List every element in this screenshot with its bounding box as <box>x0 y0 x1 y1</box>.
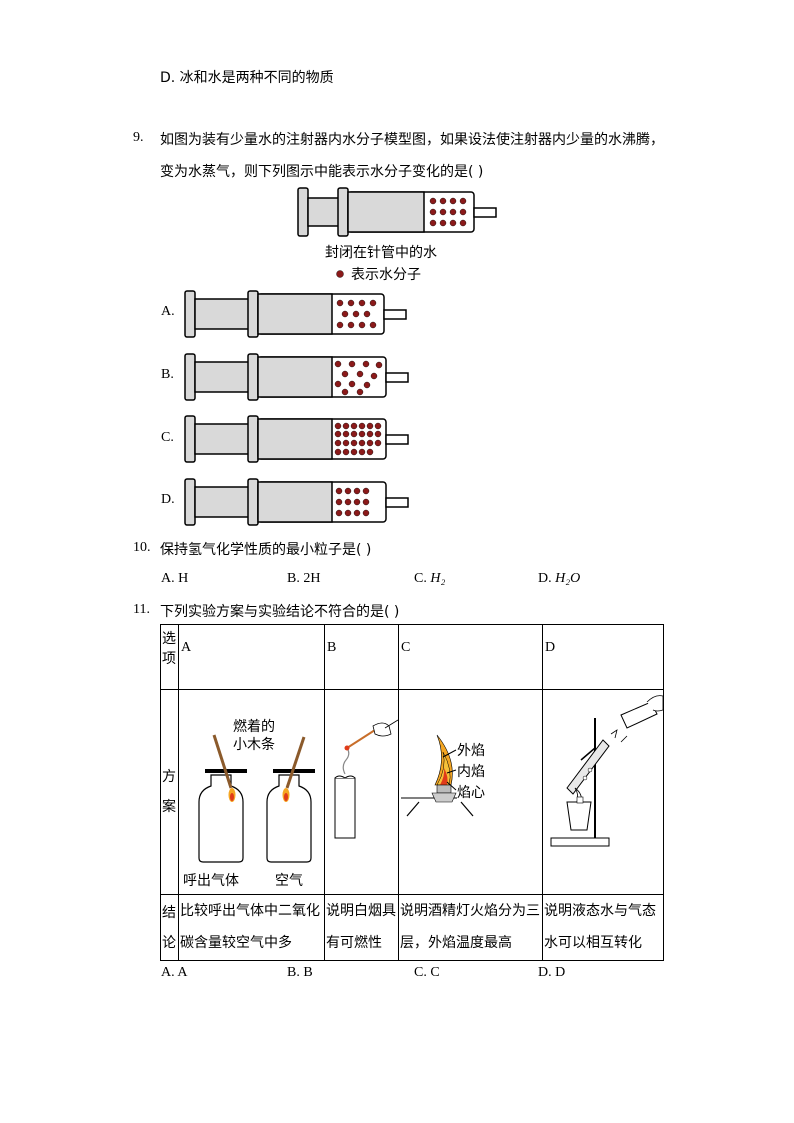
conclusion-a-line1: 比较呼出气体中二氧化 <box>180 903 320 919</box>
candle-white-smoke <box>334 719 399 839</box>
alcohol-lamp-flame: 外焰 内焰 焰心 <box>401 734 485 817</box>
q11-table: 选项 A B C D 方案 燃着的 小木条 <box>160 624 664 961</box>
plan-c-figure: 外焰 内焰 焰心 <box>398 689 543 895</box>
q10-option-d[interactable]: D. H₂O <box>538 571 580 587</box>
q9-option-d-syringe[interactable] <box>180 477 410 527</box>
q9-option-c-syringe[interactable] <box>180 414 410 464</box>
q11-option-c[interactable]: C. C <box>414 965 440 980</box>
q10-option-a[interactable]: A. H <box>161 571 188 587</box>
iron-stand-heating-tube <box>550 695 664 847</box>
plan-a-figure: 燃着的 小木条 呼出气体 空气 <box>178 689 325 895</box>
fig-c-flame-core-label: 焰心 <box>457 785 485 801</box>
col-header-b: B <box>324 624 399 690</box>
conclusion-c: 说明酒精灯火焰分为三层，外焰温度最高 <box>398 894 543 961</box>
q9-option-b-label[interactable]: B. <box>161 367 174 382</box>
water-molecules <box>429 197 467 227</box>
row-header-plan: 方案 <box>160 689 179 895</box>
col-header-a: A <box>178 624 325 690</box>
q10-option-a-label: A. <box>161 571 179 586</box>
fig-a-title-line1: 燃着的 <box>233 718 275 735</box>
q9-legend-text: 表示水分子 <box>351 267 421 283</box>
q11-stem: 下列实验方案与实验结论不符合的是( ) <box>160 604 400 620</box>
q10-option-b-label: B. <box>287 571 304 586</box>
conclusion-a-line2: 碳含量较空气中多 <box>180 935 292 951</box>
q9-number: 9. <box>133 130 144 145</box>
conclusion-a: 比较呼出气体中二氧化碳含量较空气中多 <box>178 894 325 961</box>
q11-number: 11. <box>133 602 150 617</box>
q10-option-b-value: 2H <box>303 571 321 586</box>
molecule-legend-dot <box>336 270 344 278</box>
q10-option-c-label: C. <box>414 571 431 586</box>
fig-a-right-label: 空气 <box>275 873 303 889</box>
col-header-d: D <box>542 624 664 690</box>
q9-figure-caption: 封闭在针管中的水 <box>325 245 437 261</box>
conclusion-b-line2: 有可燃性 <box>326 935 382 951</box>
conclusion-b-line1: 说明白烟具 <box>326 903 396 919</box>
q10-option-d-value: H₂O <box>555 571 581 586</box>
q10-option-b[interactable]: B. 2H <box>287 571 320 587</box>
conclusion-b: 说明白烟具有可燃性 <box>324 894 399 961</box>
conclusion-c-line2: 层，外焰温度最高 <box>400 935 512 951</box>
plan-b-figure <box>324 689 399 895</box>
row-header-option: 选项 <box>160 624 179 690</box>
q11-option-b[interactable]: B. B <box>287 965 313 980</box>
q10-option-c[interactable]: C. H₂ <box>414 571 445 587</box>
q9-stem-line1: 如图为装有少量水的注射器内水分子模型图，如果设法使注射器内少量的水沸腾， <box>160 132 664 148</box>
q10-number: 10. <box>133 540 151 555</box>
fig-a-left-label: 呼出气体 <box>183 873 239 889</box>
q11-option-a[interactable]: A. A <box>161 965 188 980</box>
q10-option-c-value: H₂ <box>430 571 446 586</box>
fig-c-inner-flame-label: 内焰 <box>457 764 485 780</box>
q9-option-a-label[interactable]: A. <box>161 304 175 319</box>
conclusion-d-line2: 水可以相互转化 <box>544 935 642 951</box>
q10-option-d-label: D. <box>538 571 556 586</box>
q9-option-d-label[interactable]: D. <box>161 492 175 507</box>
fig-c-outer-flame-label: 外焰 <box>457 743 485 759</box>
q8-option-d: D. 冰和水是两种不同的物质 <box>160 70 334 86</box>
q9-stem-line2: 变为水蒸气，则下列图示中能表示水分子变化的是( ) <box>160 164 484 180</box>
plan-d-figure <box>542 689 664 895</box>
row-header-conclusion: 结论 <box>160 894 179 961</box>
q9-reference-syringe <box>297 187 497 237</box>
q9-option-c-label[interactable]: C. <box>161 430 174 445</box>
conclusion-d: 说明液态水与气态水可以相互转化 <box>542 894 664 961</box>
col-header-c: C <box>398 624 543 690</box>
q9-option-a-syringe[interactable] <box>180 289 410 339</box>
q9-option-b-syringe[interactable] <box>180 352 410 402</box>
fig-a-title-line2: 小木条 <box>233 736 275 753</box>
conclusion-c-line1: 说明酒精灯火焰分为三 <box>400 903 540 919</box>
q11-option-d[interactable]: D. D <box>538 965 566 980</box>
q10-option-a-value: H <box>178 571 189 586</box>
q10-stem: 保持氢气化学性质的最小粒子是( ) <box>160 542 372 558</box>
bottles-with-burning-sticks: 燃着的 小木条 呼出气体 空气 <box>183 718 315 889</box>
conclusion-d-line1: 说明液态水与气态 <box>544 903 656 919</box>
